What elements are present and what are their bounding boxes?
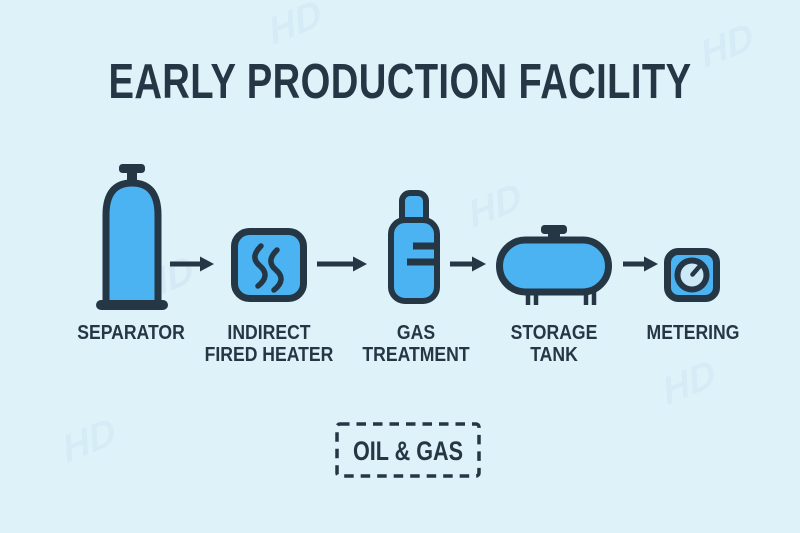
step-label-storage-line2: TANK xyxy=(530,344,578,366)
flow-arrow-icon xyxy=(317,256,367,272)
metering-gauge-icon xyxy=(664,248,720,302)
flow-arrow-icon xyxy=(170,256,214,272)
oil-gas-label: OIL & GAS xyxy=(352,436,464,466)
step-label-metering: METERING xyxy=(646,322,740,344)
step-label-storage-line1: STORAGE xyxy=(510,322,598,344)
step-label-heater-line2: FIRED HEATER xyxy=(204,344,334,366)
flow-arrow-icon xyxy=(623,256,658,272)
step-label-heater-line1: INDIRECT xyxy=(227,322,311,344)
hd-watermark: HD xyxy=(658,352,720,414)
step-label-gas-line2: TREATMENT xyxy=(362,344,470,366)
dashed-border xyxy=(335,422,481,478)
oil-gas-tag: OIL & GAS xyxy=(335,422,481,478)
hd-watermark: HD xyxy=(58,410,120,472)
flow-arrow-icon xyxy=(450,256,486,272)
separator-vessel-icon xyxy=(96,164,168,310)
step-label-separator: SEPARATOR xyxy=(77,322,185,344)
gas-treatment-vessel-icon xyxy=(388,190,440,304)
indirect-fired-heater-icon xyxy=(231,228,307,302)
hd-watermark: HD xyxy=(264,0,326,54)
storage-tank-icon xyxy=(496,225,612,305)
page-title: EARLY PRODUCTION FACILITY xyxy=(108,55,692,109)
step-label-gas-line1: GAS xyxy=(396,322,436,344)
